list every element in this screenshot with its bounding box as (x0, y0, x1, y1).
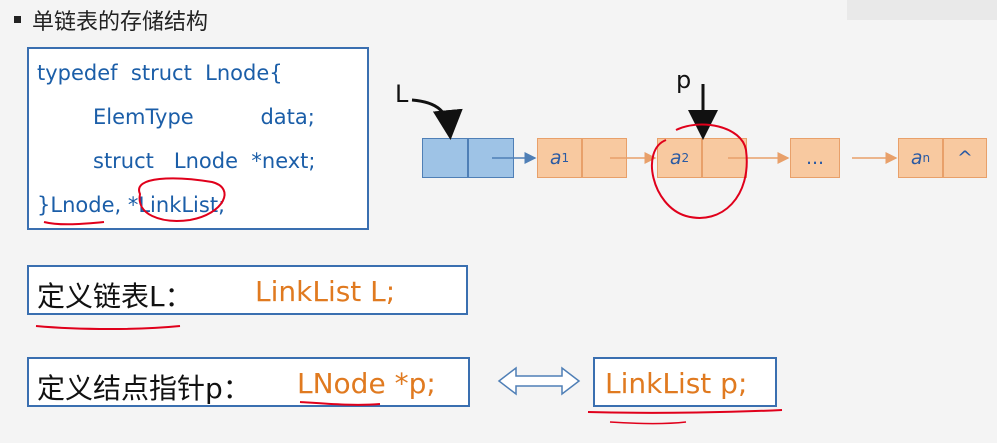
annotation-underline-linklist-p-2 (609, 421, 687, 425)
define-pointer-box: 定义结点指针p： LNode *p; (27, 357, 470, 407)
slide-title: 单链表的存储结构 (32, 10, 209, 35)
code-line-4: }Lnode, *LinkList; (37, 193, 226, 217)
node-ellipsis: ... (790, 138, 840, 178)
code-line-1: typedef struct Lnode{ (37, 61, 283, 85)
linklist-pointer-code: LinkList p; (605, 367, 748, 400)
define-list-box: 定义链表L： LinkList L; (27, 265, 468, 315)
webcam-overlay (847, 0, 997, 20)
define-list-code: LinkList L; (255, 275, 396, 308)
annotation-underline-linklist-p (587, 409, 783, 414)
define-pointer-code: LNode *p; (297, 367, 436, 400)
code-line-2: ElemType data; (93, 105, 315, 129)
linklist-pointer-box: LinkList p; (593, 357, 777, 407)
define-pointer-label: 定义结点指针p： (37, 372, 251, 405)
define-list-label: 定义链表L： (37, 280, 193, 313)
p-pointer-label: p (676, 66, 692, 94)
bullet (14, 16, 21, 23)
annotation-circle-linklist (138, 177, 226, 222)
annotation-underline-define (35, 325, 181, 330)
annotation-underline-lnode (43, 221, 105, 226)
null-pointer-cell: ^ (943, 138, 987, 178)
struct-definition-box: typedef struct Lnode{ ElemType data; str… (27, 47, 369, 230)
head-arrow (411, 98, 463, 140)
node-ellipsis-cell: ... (790, 138, 840, 178)
annotation-underline-lnode-p (299, 401, 381, 406)
head-pointer-label: L (395, 80, 409, 108)
annotation-circle-a2 (650, 123, 748, 219)
equivalence-arrow (497, 366, 581, 396)
code-line-3: struct Lnode *next; (93, 149, 316, 173)
